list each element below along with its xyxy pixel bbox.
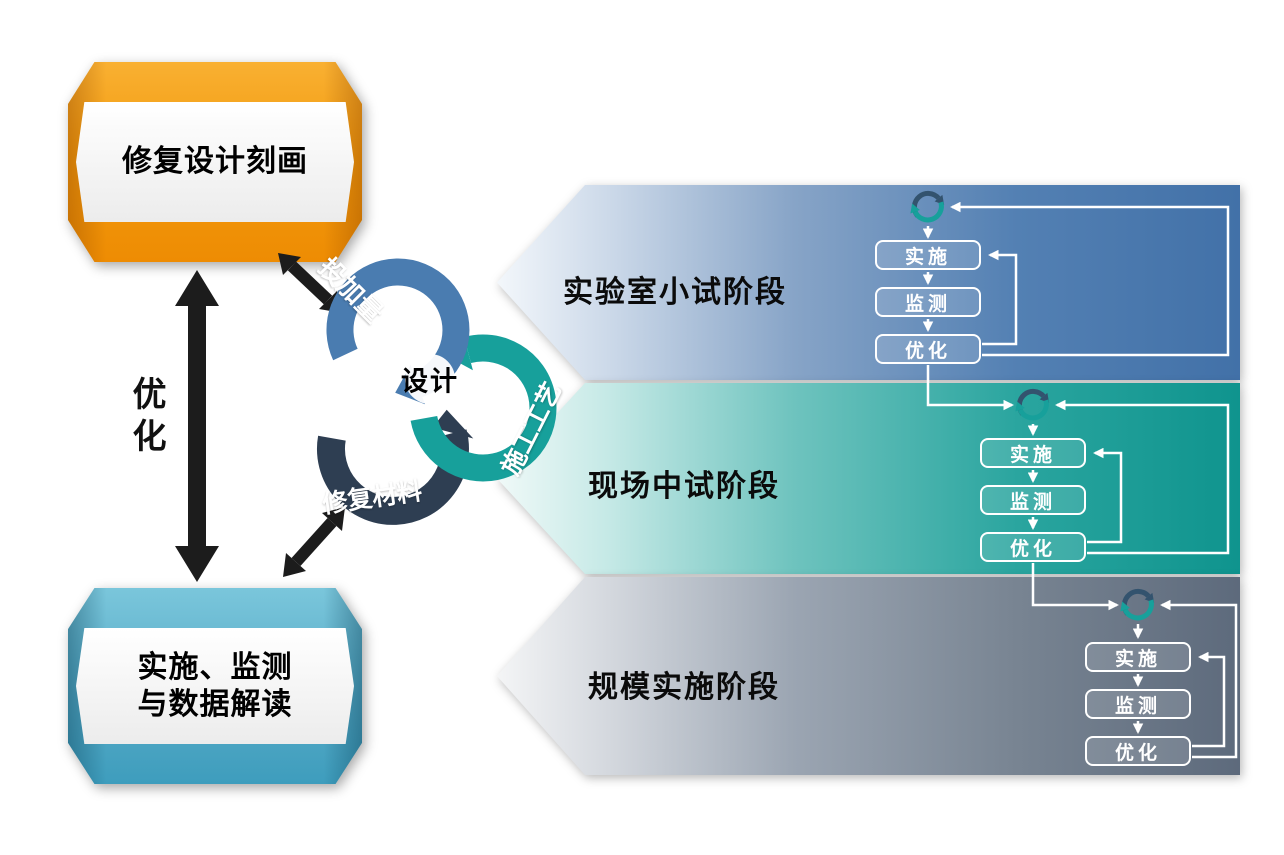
lab-step-optimize: 优化 <box>875 334 981 364</box>
material-ring-label: 修复材料 <box>320 476 424 519</box>
pilot-step-optimize: 优化 <box>980 532 1086 562</box>
stage-title-lab: 实验室小试阶段 <box>563 275 787 310</box>
optimize-double-arrow <box>175 270 219 582</box>
pilot-step-monitor: 监测 <box>980 485 1086 515</box>
lab-step-monitor: 监测 <box>875 287 981 317</box>
stage-title-pilot: 现场中试阶段 <box>588 469 780 504</box>
implement-banner-label-line2: 与数据解读 <box>137 687 293 722</box>
design-banner-face: 修复设计刻画 <box>76 102 354 222</box>
lab-step-implement: 实施 <box>875 240 981 270</box>
pilot-step-implement: 实施 <box>980 438 1086 468</box>
scale-step-monitor: 监测 <box>1085 689 1191 719</box>
implement-banner: 实施、监测 与数据解读 <box>68 588 362 784</box>
scale-step-optimize: 优化 <box>1085 736 1191 766</box>
scale-step-implement: 实施 <box>1085 642 1191 672</box>
implement-banner-label-line1: 实施、监测 <box>137 649 293 685</box>
design-banner: 修复设计刻画 <box>68 62 362 262</box>
stage-title-scale: 规模实施阶段 <box>588 670 780 705</box>
design-banner-label: 修复设计刻画 <box>122 144 308 180</box>
implement-banner-face: 实施、监测 与数据解读 <box>76 628 354 744</box>
design-center-label: 设计 <box>401 366 459 398</box>
optimize-label: 优化 <box>126 376 166 460</box>
